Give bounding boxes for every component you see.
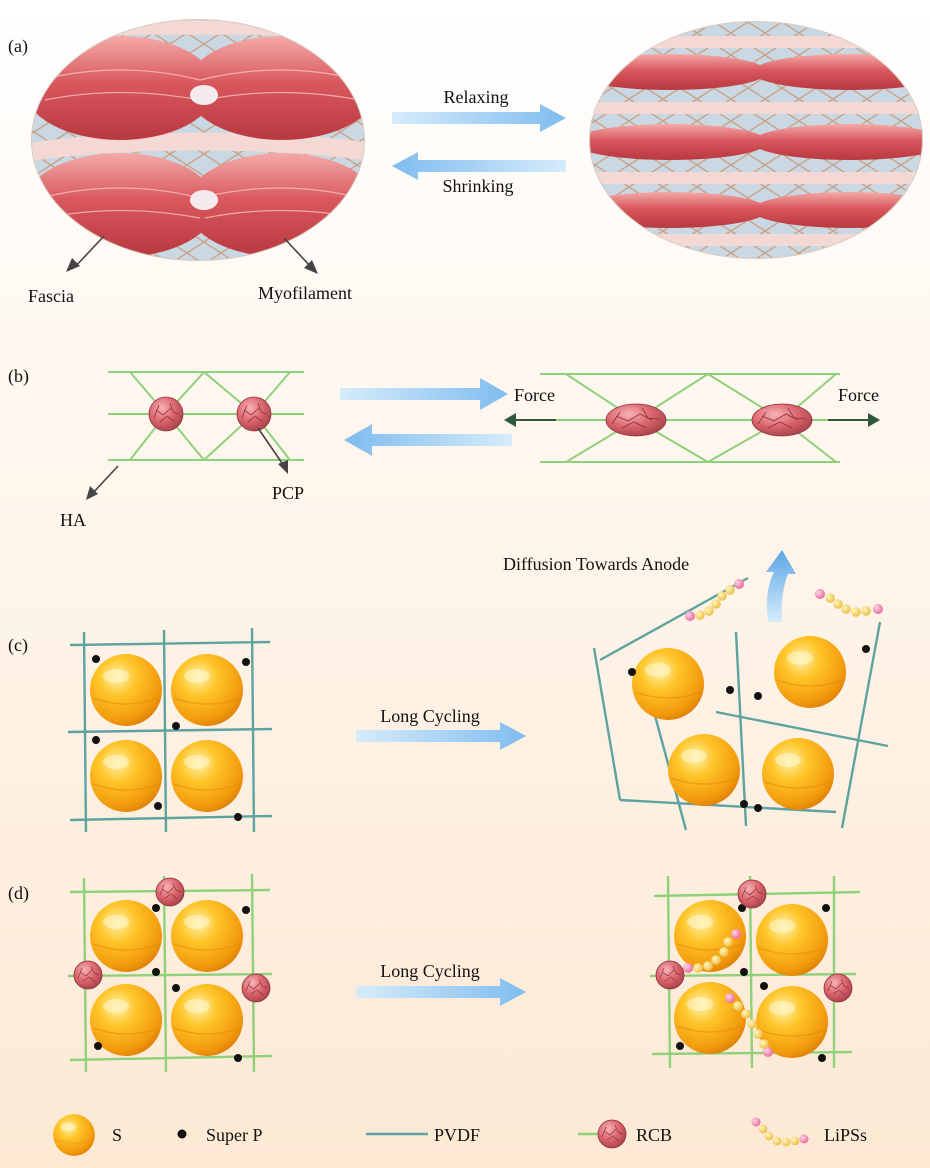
- shrinking-arrow: [392, 152, 566, 180]
- pcp-particle-stretched: [751, 403, 813, 437]
- legend-item-lips: LiPSs: [751, 1117, 867, 1147]
- muscle-relaxed: [589, 21, 923, 259]
- long-cycling-label-c: Long Cycling: [380, 706, 480, 726]
- long-cycling-arrow-c: [356, 722, 526, 750]
- pcp-label: PCP: [272, 483, 304, 503]
- legend: S Super P PVDF RCB LiPSs: [52, 1113, 867, 1157]
- legend-label-pvdf: PVDF: [434, 1125, 480, 1145]
- fascia-label: Fascia: [28, 286, 74, 306]
- panel-label-d: (d): [8, 883, 29, 904]
- panel-b: (b) HA PCP: [8, 366, 880, 530]
- legend-label-s: S: [112, 1125, 122, 1145]
- legend-label-lips: LiPSs: [824, 1125, 867, 1145]
- diffusion-label: Diffusion Towards Anode: [503, 554, 689, 574]
- panel-label-c: (c): [8, 635, 28, 656]
- relaxing-label: Relaxing: [444, 87, 509, 107]
- legend-item-super-p: Super P: [177, 1125, 263, 1145]
- pvdf-grid-broken: [592, 576, 889, 831]
- panel-d: (d) Long Cycling: [8, 873, 861, 1073]
- lips-chain-escaping: [685, 579, 744, 621]
- muscle-contracted: [31, 19, 365, 261]
- lips-chain-trapped: [683, 929, 741, 973]
- panel-c: (c) Long Cycling Diffusion Towards Anode: [8, 550, 889, 833]
- panel-label-b: (b): [8, 366, 29, 387]
- legend-label-super-p: Super P: [206, 1125, 263, 1145]
- lips-chain-escaping: [815, 589, 883, 617]
- relaxing-arrow: [392, 104, 566, 132]
- legend-item-s: S: [52, 1113, 122, 1157]
- ha-network-compact: [108, 371, 304, 461]
- stretch-arrow: [340, 378, 508, 410]
- pcp-particle: [148, 396, 184, 432]
- force-label-left: Force: [514, 385, 555, 405]
- long-cycling-arrow-d: [356, 978, 526, 1006]
- panel-a: (a): [8, 19, 923, 306]
- lips-chain-trapped: [725, 993, 773, 1057]
- legend-item-rcb: RCB: [578, 1119, 672, 1149]
- panel-label-a: (a): [8, 36, 28, 57]
- pcp-particle-stretched: [605, 403, 667, 437]
- myofilament-label: Myofilament: [258, 283, 352, 303]
- legend-label-rcb: RCB: [636, 1125, 672, 1145]
- long-cycling-label-d: Long Cycling: [380, 961, 480, 981]
- ha-label: HA: [60, 510, 86, 530]
- shrinking-label: Shrinking: [442, 176, 513, 196]
- pcp-particle: [236, 396, 272, 432]
- return-arrow: [344, 424, 512, 456]
- pvdf-grid-intact: [67, 627, 273, 833]
- legend-item-pvdf: PVDF: [366, 1125, 480, 1145]
- diffusion-arrow: [766, 550, 796, 622]
- force-label-right: Force: [838, 385, 879, 405]
